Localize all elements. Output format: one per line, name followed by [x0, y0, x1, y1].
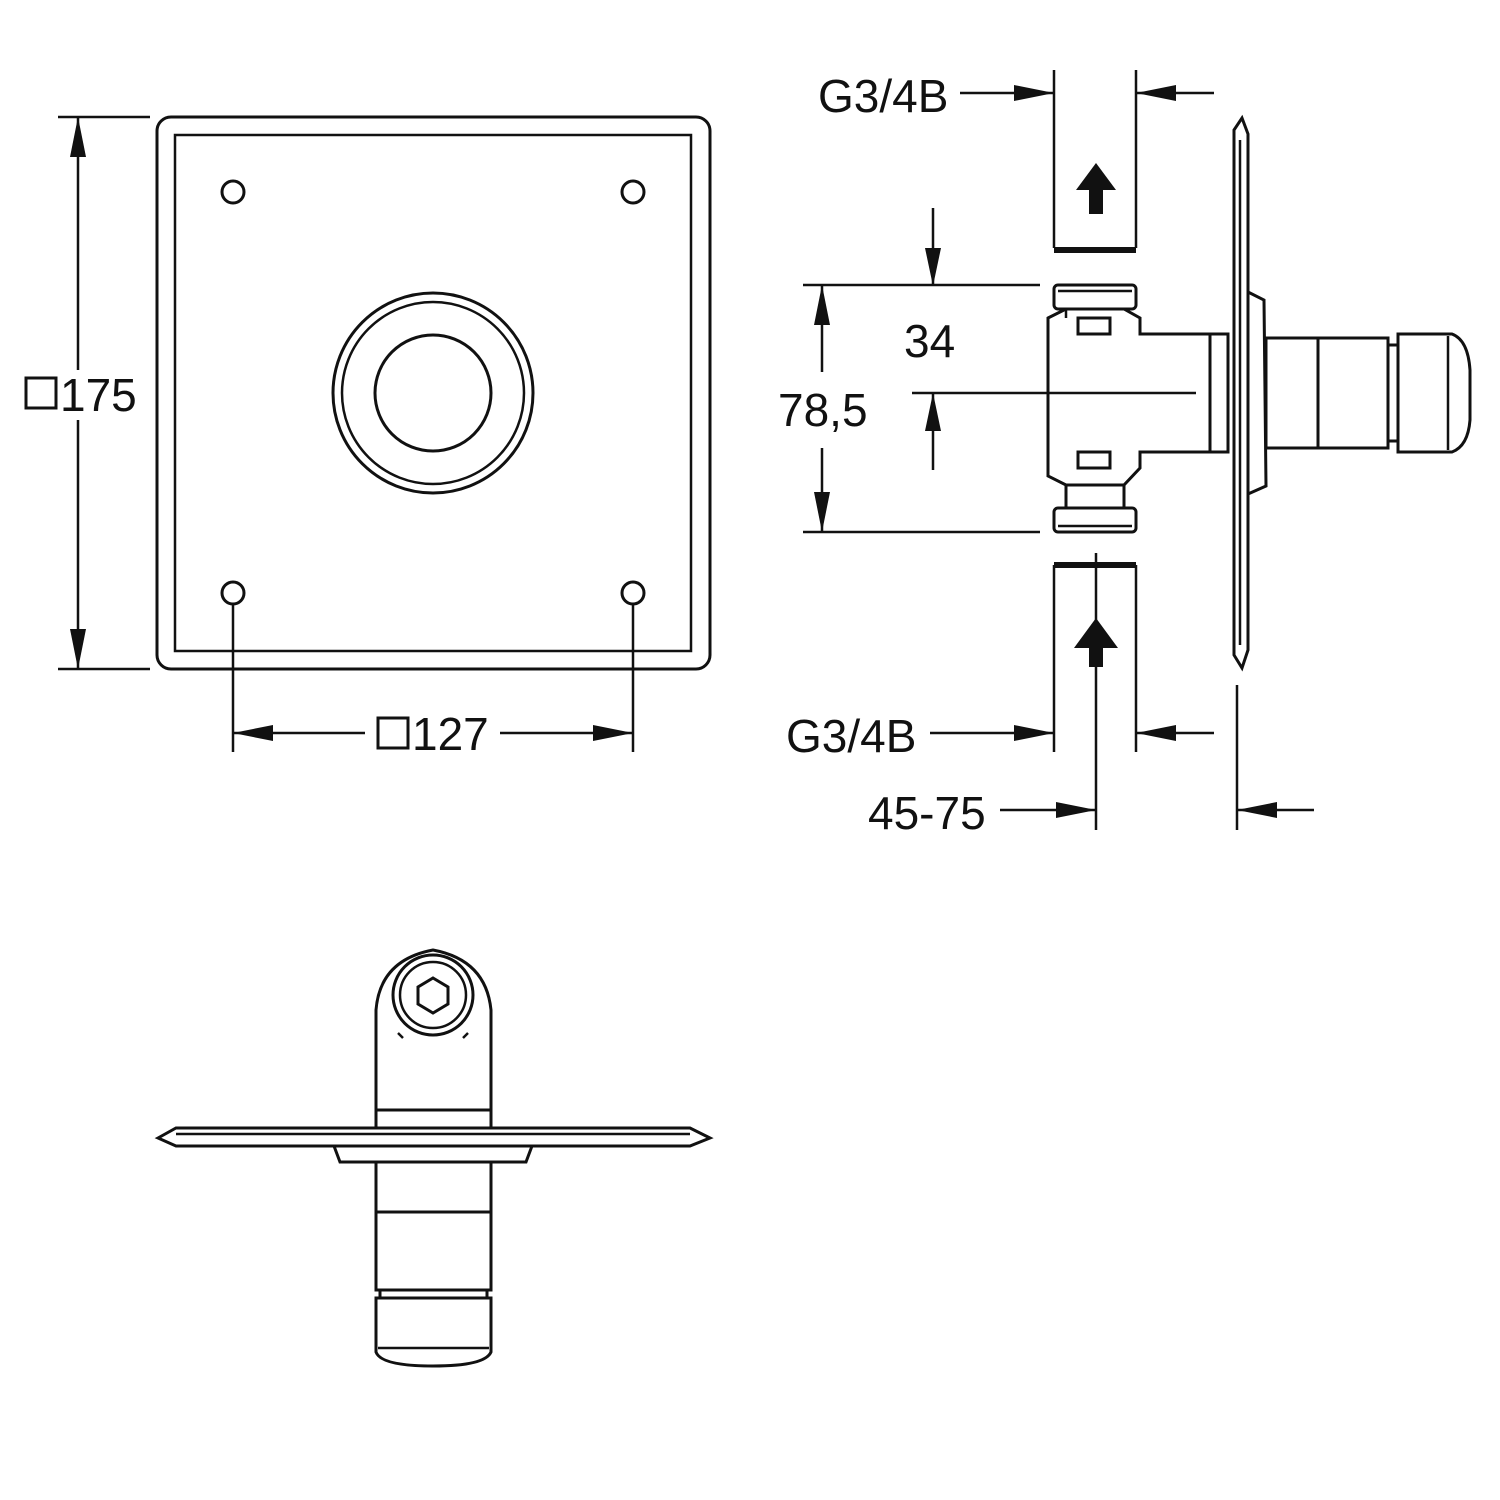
cover-plate-inner: [173, 133, 693, 653]
dimension-label-45-75: 45-75: [868, 787, 986, 839]
mounting-hole: [620, 179, 646, 205]
top-view: [154, 948, 714, 1368]
mounting-hole: [220, 580, 246, 606]
dimension-label-34: 34: [904, 315, 955, 367]
dimension-label-127: 127: [412, 708, 489, 760]
dimension-175: 175: [24, 115, 150, 671]
thread-label-top: G3/4B: [818, 70, 948, 122]
bottom-nut: [1052, 506, 1138, 534]
sleeve: [1208, 332, 1230, 454]
hex-socket-icon: [416, 976, 450, 1015]
dimension-34: 34: [904, 208, 955, 470]
push-button-top: [374, 1296, 493, 1368]
side-view: G3/4B: [778, 70, 1472, 839]
valve-head: [374, 948, 493, 1112]
dimension-127: 127: [231, 605, 635, 760]
flow-arrow-icon: [1076, 163, 1116, 214]
dimension-78-5: 78,5: [778, 283, 1040, 534]
push-button: [373, 333, 493, 453]
push-button-ring-inner: [340, 300, 526, 486]
valve-body: [1046, 307, 1212, 487]
dimension-label-175: 175: [60, 369, 137, 421]
dimension-thread-top: G3/4B: [818, 70, 1214, 122]
actuator-shaft: [1264, 336, 1320, 450]
square-dimension-icon: [376, 716, 410, 750]
wall-plate-top: [154, 1126, 714, 1148]
dimension-label-78-5: 78,5: [778, 384, 868, 436]
thread-label-bottom: G3/4B: [786, 710, 916, 762]
top-nut: [1052, 283, 1138, 311]
wall-plate-side: [1232, 114, 1250, 672]
push-button-side: [1396, 332, 1472, 454]
dimension-thread-bottom: G3/4B: [786, 710, 1214, 762]
square-dimension-icon: [24, 376, 58, 410]
cover-plate-outer: [155, 115, 712, 671]
flow-arrow-icon: [1074, 618, 1118, 667]
mounting-hole: [220, 179, 246, 205]
dimension-45-75: 45-75: [868, 685, 1314, 839]
push-button-ring-outer: [331, 291, 535, 495]
front-view: 175 127: [24, 115, 712, 760]
mounting-hole: [620, 580, 646, 606]
